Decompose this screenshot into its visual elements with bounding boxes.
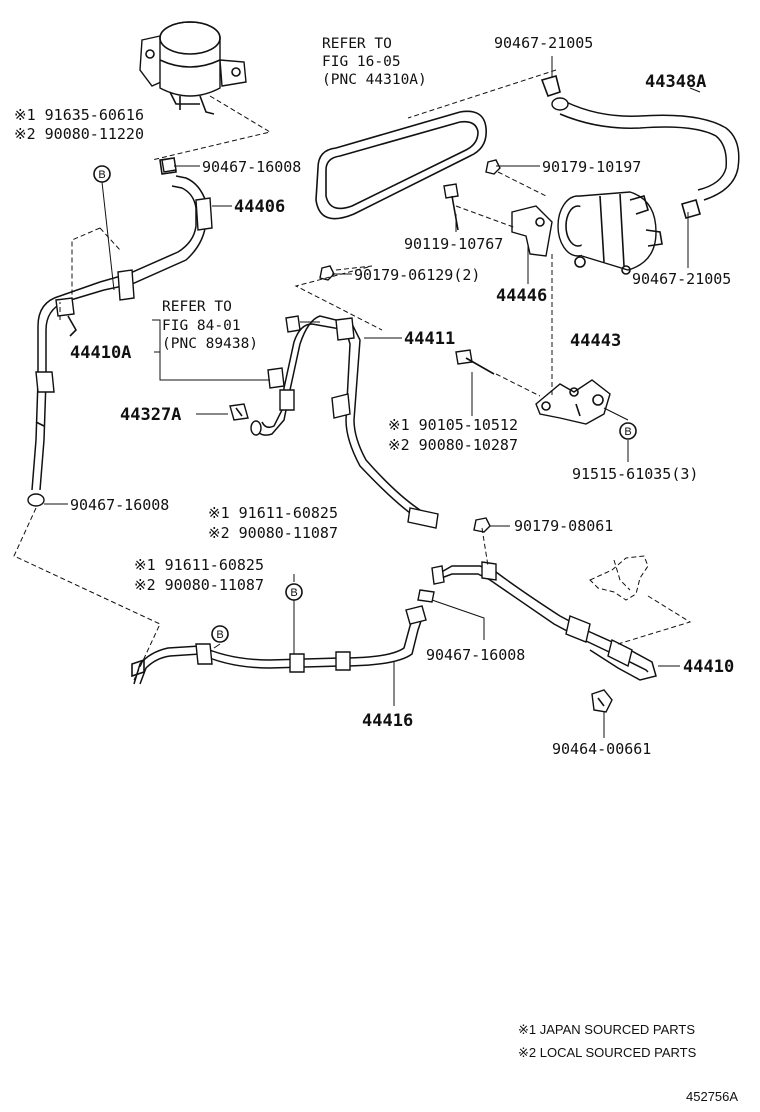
part-label: ※2 90080-11220 [14, 125, 144, 143]
part-label: 44348A [645, 72, 706, 92]
badge-b-top-left: B [93, 165, 111, 183]
part-label: 44416 [362, 711, 413, 731]
badge-b-bottom-left: B [211, 625, 229, 643]
part-label: 90179-08061 [514, 517, 613, 535]
badge-b-bottom-right: B [285, 583, 303, 601]
part-label: ※2 90080-11087 [208, 524, 338, 542]
badge-b-label: B [216, 629, 223, 641]
part-label: 44446 [496, 286, 547, 306]
pipe-44411-drawing [250, 315, 439, 529]
part-label: 90464-00661 [552, 740, 651, 758]
part-label: 91515-61035(3) [572, 465, 698, 483]
part-label: ※2 90080-10287 [388, 436, 518, 454]
badge-b-right: B [619, 422, 637, 440]
fastener-symbols [161, 157, 501, 533]
bracket-44446-drawing [511, 205, 553, 257]
bracket-44443-drawing [535, 379, 611, 425]
note-japan: ※1 JAPAN SOURCED PARTS [518, 1022, 695, 1037]
part-label: 44443 [570, 331, 621, 351]
part-label: 44327A [120, 405, 181, 425]
part-label: 90467-16008 [202, 158, 301, 176]
ref-line: (PNC 44310A) [322, 72, 427, 88]
part-label: 90467-16008 [426, 646, 525, 664]
part-label: 90179-06129(2) [354, 266, 480, 284]
hose-44410-drawing [417, 561, 657, 681]
figure-id: 452756A [686, 1089, 738, 1104]
part-label: 90467-21005 [494, 34, 593, 52]
part-label: 44410 [683, 657, 734, 677]
part-label: 90179-10197 [542, 158, 641, 176]
part-label: 90119-10767 [404, 235, 503, 253]
part-label: ※1 91635-60616 [14, 106, 144, 124]
part-label: 90467-16008 [70, 496, 169, 514]
part-label: 90467-21005 [632, 270, 731, 288]
part-label: 44406 [234, 197, 285, 217]
reference-switch: REFER TO FIG 84-01 (PNC 89438) [162, 299, 258, 352]
power-steering-pump-drawing [557, 191, 663, 275]
legend-notes: ※1 JAPAN SOURCED PARTS ※2 LOCAL SOURCED … [518, 1022, 697, 1060]
reservoir-tank-drawing [139, 21, 247, 115]
part-label: ※1 91611-60825 [208, 504, 338, 522]
ref-line: (PNC 89438) [162, 336, 258, 352]
part-label: ※1 90105-10512 [388, 416, 518, 434]
drive-belt-drawing [315, 110, 487, 220]
mount-bracket-drawing [589, 555, 649, 601]
clip-90464-drawing [591, 689, 613, 713]
part-label: 44410A [70, 343, 131, 363]
ref-line: REFER TO [162, 299, 232, 315]
note-local: ※2 LOCAL SOURCED PARTS [518, 1045, 697, 1060]
hose-44348a-drawing [540, 75, 740, 219]
hose-44406-drawing [99, 157, 213, 301]
badge-b-label: B [624, 426, 631, 438]
part-label: ※2 90080-11087 [134, 576, 264, 594]
leader-lines [44, 56, 701, 738]
ref-line: FIG 84-01 [162, 318, 241, 334]
clamp-44327a-drawing [229, 403, 249, 421]
dashed-connection-lines [13, 69, 692, 681]
ref-line: FIG 16-05 [322, 54, 401, 70]
badge-b-label: B [98, 169, 105, 181]
reference-belt: REFER TO FIG 16-05 (PNC 44310A) [322, 36, 427, 88]
pressure-switch-drawing [267, 315, 301, 389]
part-label: 44411 [404, 329, 455, 349]
ref-line: REFER TO [322, 36, 392, 52]
hose-44416-drawing [131, 605, 427, 685]
hose-44410a-drawing [27, 281, 105, 507]
badge-b-label: B [290, 587, 297, 599]
part-label: ※1 91611-60825 [134, 556, 264, 574]
